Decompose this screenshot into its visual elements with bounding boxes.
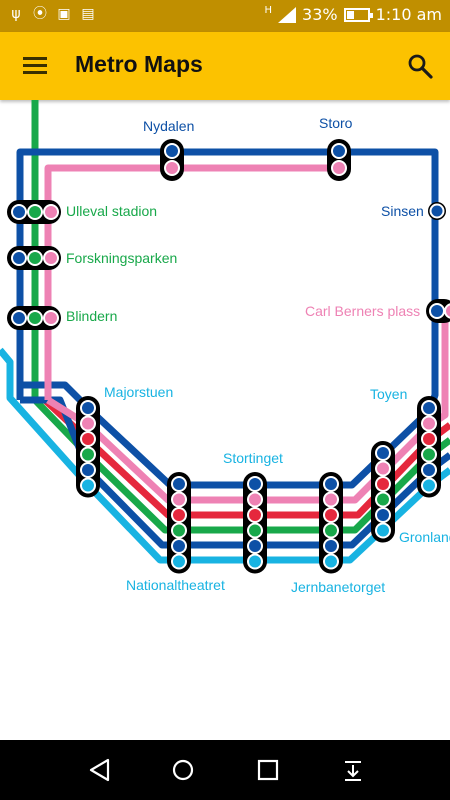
- network-type: H: [264, 5, 273, 16]
- station-dot-pink: [325, 493, 337, 506]
- notification-pulldown-icon[interactable]: [339, 756, 367, 784]
- station-dot-red: [377, 478, 389, 490]
- station-dot-green: [423, 448, 435, 461]
- station-dot-green: [325, 524, 337, 537]
- station-toyen-marker[interactable]: [417, 396, 441, 498]
- station-storo-marker[interactable]: [327, 139, 351, 181]
- station-dot-dark-blue: [325, 478, 337, 490]
- clock: 1:10 am: [375, 5, 442, 24]
- station-dot-pink: [82, 417, 94, 430]
- station-dot-green: [82, 448, 94, 461]
- station-dot-dark-blue: [423, 402, 435, 414]
- station-label-nydalen[interactable]: Nydalen: [143, 118, 194, 134]
- metro-map-canvas[interactable]: Nydalen Storo Sinsen Ulleval stadion For…: [0, 100, 450, 740]
- station-dot-red: [82, 433, 94, 445]
- station-label-forskningsparken[interactable]: Forskningsparken: [66, 250, 177, 266]
- station-dot-light-blue: [377, 524, 389, 537]
- status-icons-left: ψ ⦿ ▣ ▤: [8, 6, 96, 22]
- status-icons-right: H 33% 1:10 am: [265, 5, 443, 24]
- station-sinsen-marker[interactable]: [428, 202, 446, 220]
- station-jernbanetorget-marker[interactable]: [319, 472, 343, 574]
- station-dot-green: [173, 524, 185, 537]
- station-dot-light-blue: [325, 555, 337, 568]
- battery-charging-icon: [343, 7, 373, 22]
- station-dot-pink: [249, 493, 261, 506]
- station-dot-dark-blue: [173, 478, 185, 490]
- home-icon[interactable]: [169, 756, 197, 784]
- station-dot-pink: [423, 417, 435, 430]
- station-label-nationaltheatret[interactable]: Nationaltheatret: [126, 577, 225, 593]
- station-dot-red: [325, 509, 337, 521]
- station-dot-light-blue: [82, 479, 94, 492]
- station-dot-pink: [377, 462, 389, 475]
- hotspot-icon: ⦿: [33, 6, 47, 22]
- station-dot-dark-blue-2: [82, 464, 94, 476]
- station-dot-red: [249, 509, 261, 521]
- station-dot-dark-blue-2: [173, 540, 185, 552]
- station-nationaltheatret-marker[interactable]: [167, 472, 191, 574]
- station-label-sinsen[interactable]: Sinsen: [381, 203, 424, 219]
- station-dot-dark-blue: [377, 447, 389, 459]
- station-gronland-marker[interactable]: [371, 441, 395, 543]
- station-dot-pink: [173, 493, 185, 506]
- station-forskningsparken-marker[interactable]: [7, 246, 61, 270]
- app-bar: Metro Maps: [0, 32, 450, 100]
- station-label-toyen[interactable]: Toyen: [370, 386, 407, 402]
- station-stortinget-marker[interactable]: [243, 472, 267, 574]
- back-icon[interactable]: [86, 756, 114, 784]
- station-dot-dark-blue-2: [377, 509, 389, 521]
- car-mode-icon: ▣: [57, 6, 71, 22]
- station-dot-dark-blue-2: [325, 540, 337, 552]
- menu-icon[interactable]: [22, 54, 48, 78]
- station-dot-dark-blue: [82, 402, 94, 414]
- search-icon[interactable]: [406, 52, 434, 80]
- app-title: Metro Maps: [75, 51, 203, 77]
- signal-icon: [278, 6, 297, 23]
- image-icon: ▤: [81, 6, 95, 22]
- metro-map[interactable]: Nydalen Storo Sinsen Ulleval stadion For…: [0, 100, 450, 740]
- station-dot-light-blue: [249, 555, 261, 568]
- station-ulleval-stadion-marker[interactable]: [7, 200, 61, 224]
- station-dot-green: [249, 524, 261, 537]
- usb-icon: ψ: [11, 6, 21, 22]
- station-carl-berners-plass-marker[interactable]: [426, 299, 450, 323]
- station-label-stortinget[interactable]: Stortinget: [223, 450, 283, 466]
- station-dot-dark-blue-2: [423, 464, 435, 476]
- station-label-majorstuen[interactable]: Majorstuen: [104, 384, 173, 400]
- station-dot-red: [423, 433, 435, 445]
- station-majorstuen-marker[interactable]: [76, 396, 100, 498]
- station-label-storo[interactable]: Storo: [319, 115, 353, 131]
- station-dot-dark-blue: [249, 478, 261, 490]
- station-label-carl-berners-plass[interactable]: Carl Berners plass: [305, 303, 420, 319]
- station-label-ulleval-stadion[interactable]: Ulleval stadion: [66, 203, 157, 219]
- line-light-blue: [0, 347, 450, 564]
- navigation-bar: [0, 740, 450, 800]
- station-dot-red: [173, 509, 185, 521]
- station-label-jernbanetorget[interactable]: Jernbanetorget: [291, 579, 385, 595]
- station-label-blindern[interactable]: Blindern: [66, 308, 117, 324]
- station-dot-light-blue: [423, 479, 435, 492]
- status-bar: ψ ⦿ ▣ ▤ H 33% 1:10 am: [0, 0, 450, 32]
- station-nydalen-marker[interactable]: [160, 139, 184, 181]
- station-dot-green: [377, 493, 389, 506]
- station-dot-dark-blue-2: [249, 540, 261, 552]
- station-dot-light-blue: [173, 555, 185, 568]
- station-label-gronland[interactable]: Gronland: [399, 529, 450, 545]
- recents-icon[interactable]: [254, 756, 282, 784]
- station-blindern-marker[interactable]: [7, 306, 61, 330]
- battery-percent: 33%: [302, 5, 338, 24]
